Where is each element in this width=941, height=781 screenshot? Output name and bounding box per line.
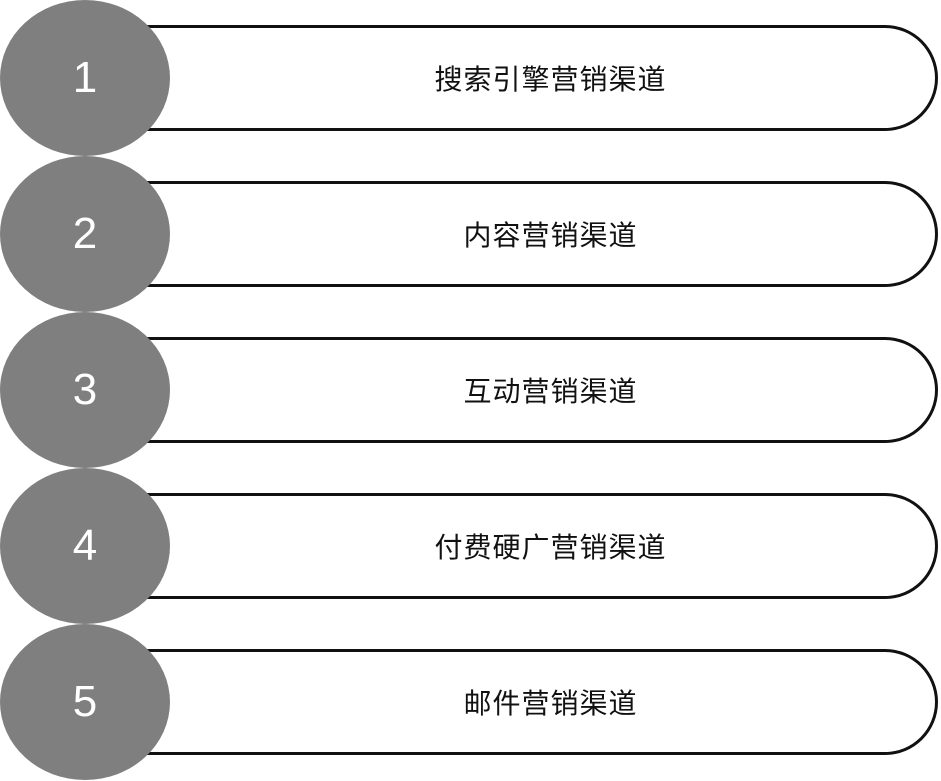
channel-label-4: 付费硬广营销渠道	[434, 531, 667, 564]
channel-label-2: 内容营销渠道	[463, 219, 638, 252]
step-number-badge-2: 2	[0, 156, 170, 312]
step-number-badge-3: 3	[0, 312, 170, 468]
channel-item-5: 邮件营销渠道 5	[0, 624, 941, 780]
channel-label-3: 互动营销渠道	[463, 375, 638, 408]
channel-pill-2	[110, 181, 938, 287]
step-number-badge-1: 1	[0, 0, 170, 156]
channel-pill-1	[110, 25, 938, 131]
channel-pill-5	[110, 649, 938, 755]
step-number-badge-4: 4	[0, 468, 170, 624]
channel-item-2: 内容营销渠道 2	[0, 156, 941, 312]
channel-pill-4	[110, 493, 938, 599]
channel-item-3: 互动营销渠道 3	[0, 312, 941, 468]
channel-pill-3	[110, 337, 938, 443]
channel-item-1: 搜索引擎营销渠道 1	[0, 0, 941, 156]
channel-item-4: 付费硬广营销渠道 4	[0, 468, 941, 624]
channel-label-1: 搜索引擎营销渠道	[434, 63, 667, 96]
step-number-badge-5: 5	[0, 624, 170, 780]
channel-label-5: 邮件营销渠道	[463, 687, 638, 720]
